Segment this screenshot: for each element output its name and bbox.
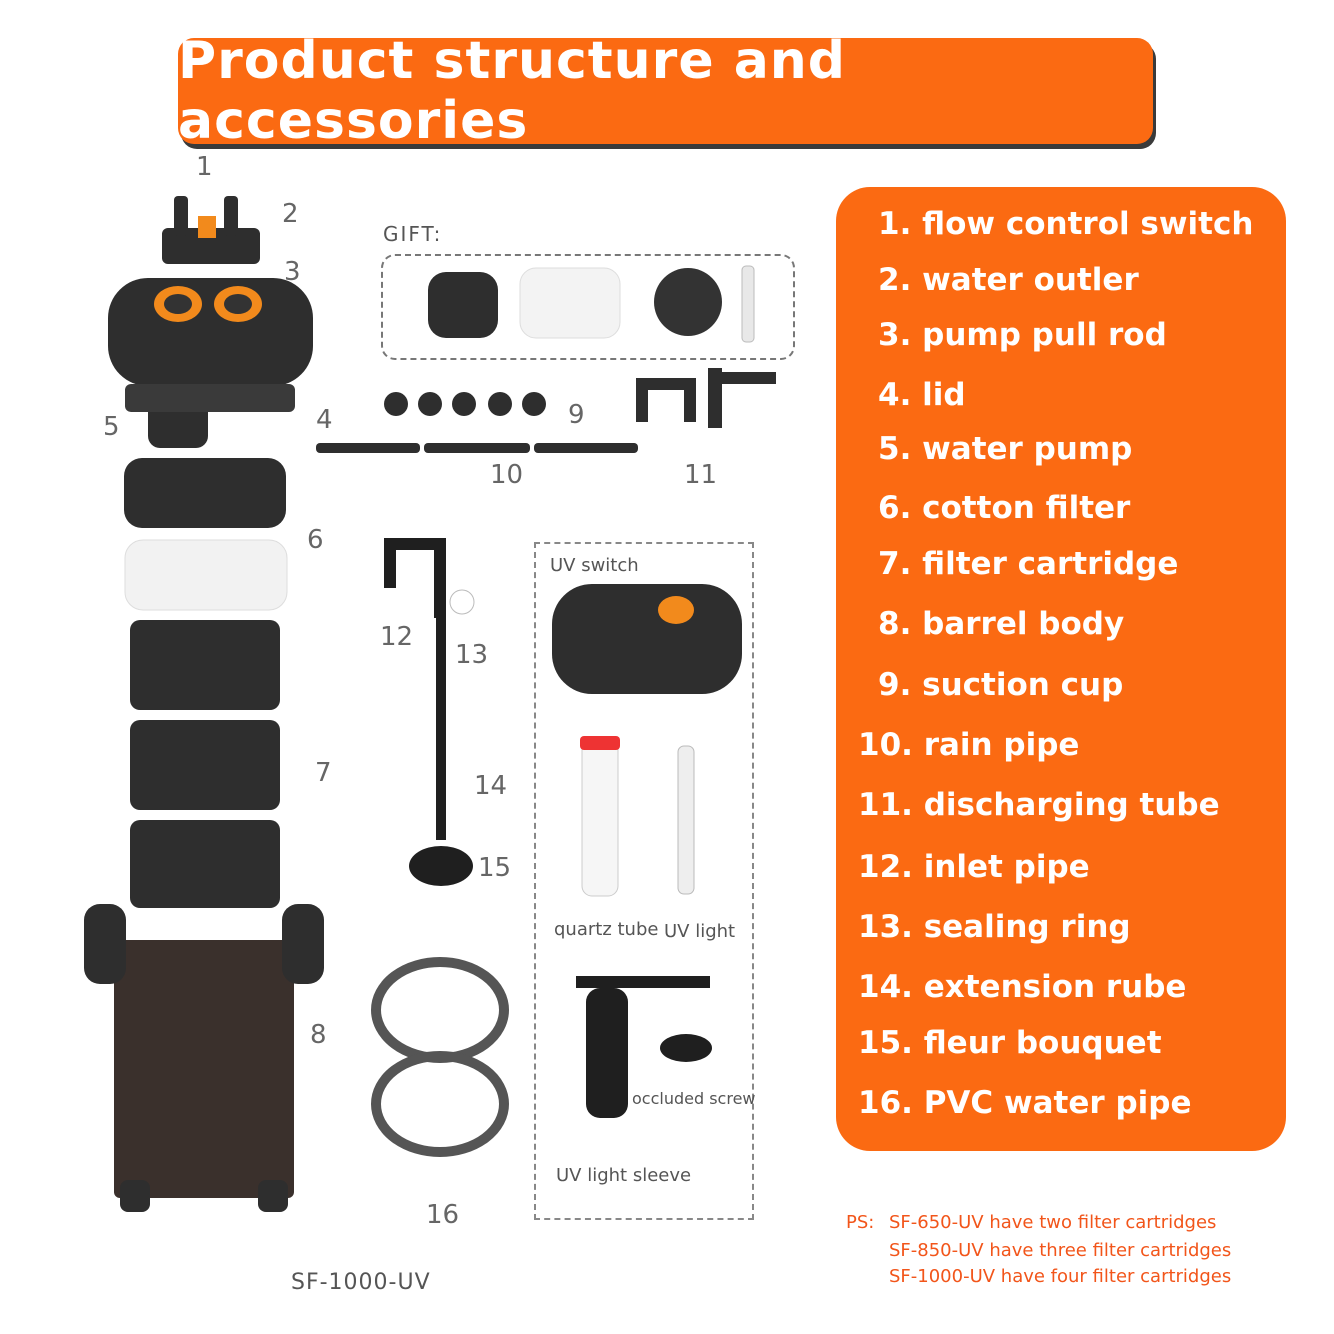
legend-item: 4. lid (878, 377, 966, 413)
legend-item: 1. flow control switch (878, 206, 1254, 242)
pvc-hose-part (371, 957, 509, 1157)
uv-light-part (677, 745, 695, 895)
gift-uv-lamp-part (741, 265, 755, 343)
legend-panel (836, 187, 1286, 1151)
part-number: 16 (426, 1200, 460, 1230)
uv-head-part (552, 584, 742, 694)
lid-part (124, 458, 286, 528)
uv-sleeve-part (576, 976, 712, 1118)
legend-item: 3. pump pull rod (878, 317, 1167, 353)
part-number: 15 (478, 853, 512, 883)
part-number: 10 (490, 460, 524, 490)
ps-prefix: PS: (846, 1212, 875, 1233)
part-number: 5 (103, 412, 120, 442)
pump-head-part (108, 278, 313, 448)
sealing-ring-part (449, 589, 475, 615)
legend-item: 6. cotton filter (878, 490, 1131, 526)
uv-sleeve-label: UV light sleeve (556, 1165, 692, 1186)
part-number: 1 (196, 152, 213, 182)
uv-light-label: UV light (664, 921, 736, 942)
page-title: Product structure and accessories (178, 31, 847, 151)
quartz-tube-label: quartz tube (554, 919, 659, 940)
barrel-body-part (84, 904, 324, 1212)
gift-box (381, 254, 795, 360)
ps-line: SF-650-UV have two filter cartridges (889, 1212, 1217, 1233)
legend-item: 2. water outler (878, 262, 1139, 298)
legend-item: 12. inlet pipe (858, 849, 1090, 885)
part-number: 7 (315, 758, 332, 788)
legend-item: 16. PVC water pipe (858, 1085, 1192, 1121)
rain-pipe-part (316, 443, 638, 453)
water-outlet-part (162, 196, 260, 264)
part-number: 6 (307, 525, 324, 555)
title-banner: Product structure and accessories (178, 31, 1153, 151)
filter-cartridge-part (130, 720, 280, 810)
discharging-tube-part (636, 368, 776, 428)
part-number: 2 (282, 199, 299, 229)
uv-switch-label: UV switch (550, 555, 639, 576)
part-number: 13 (455, 640, 489, 670)
legend-item: 11. discharging tube (858, 787, 1220, 823)
suction-cups-part (384, 392, 546, 416)
gift-label: GIFT: (383, 222, 443, 246)
gift-sponge-part (428, 272, 498, 338)
legend-item: 7. filter cartridge (878, 546, 1179, 582)
legend-item: 5. water pump (878, 431, 1133, 467)
part-number: 3 (284, 257, 301, 287)
legend-item: 10. rain pipe (858, 727, 1080, 763)
ps-line: SF-1000-UV have four filter cartridges (889, 1266, 1232, 1287)
legend-item: 14. extension rube (858, 969, 1187, 1005)
ps-line: SF-850-UV have three filter cartridges (889, 1240, 1232, 1261)
cotton-filter-part (124, 539, 288, 611)
gift-bio-balls-part (654, 268, 722, 336)
part-number: 12 (380, 622, 414, 652)
uv-kit-box (534, 542, 754, 1220)
part-number: 8 (310, 1020, 327, 1050)
inlet-pipe-part (384, 538, 473, 886)
legend-item: 8. barrel body (878, 606, 1125, 642)
gift-cotton-part (519, 267, 621, 339)
filter-cartridge-part (130, 620, 280, 710)
part-number: 4 (316, 405, 333, 435)
model-label: SF-1000-UV (291, 1270, 431, 1295)
legend-item: 9. suction cup (878, 667, 1124, 703)
part-number: 11 (684, 460, 718, 490)
legend-item: 13. sealing ring (858, 909, 1131, 945)
legend-item: 15. fleur bouquet (858, 1025, 1162, 1061)
part-number: 14 (474, 771, 508, 801)
part-number: 9 (568, 400, 585, 430)
occluded-screw-label: occluded screw (632, 1089, 756, 1108)
filter-cartridge-part (130, 820, 280, 908)
